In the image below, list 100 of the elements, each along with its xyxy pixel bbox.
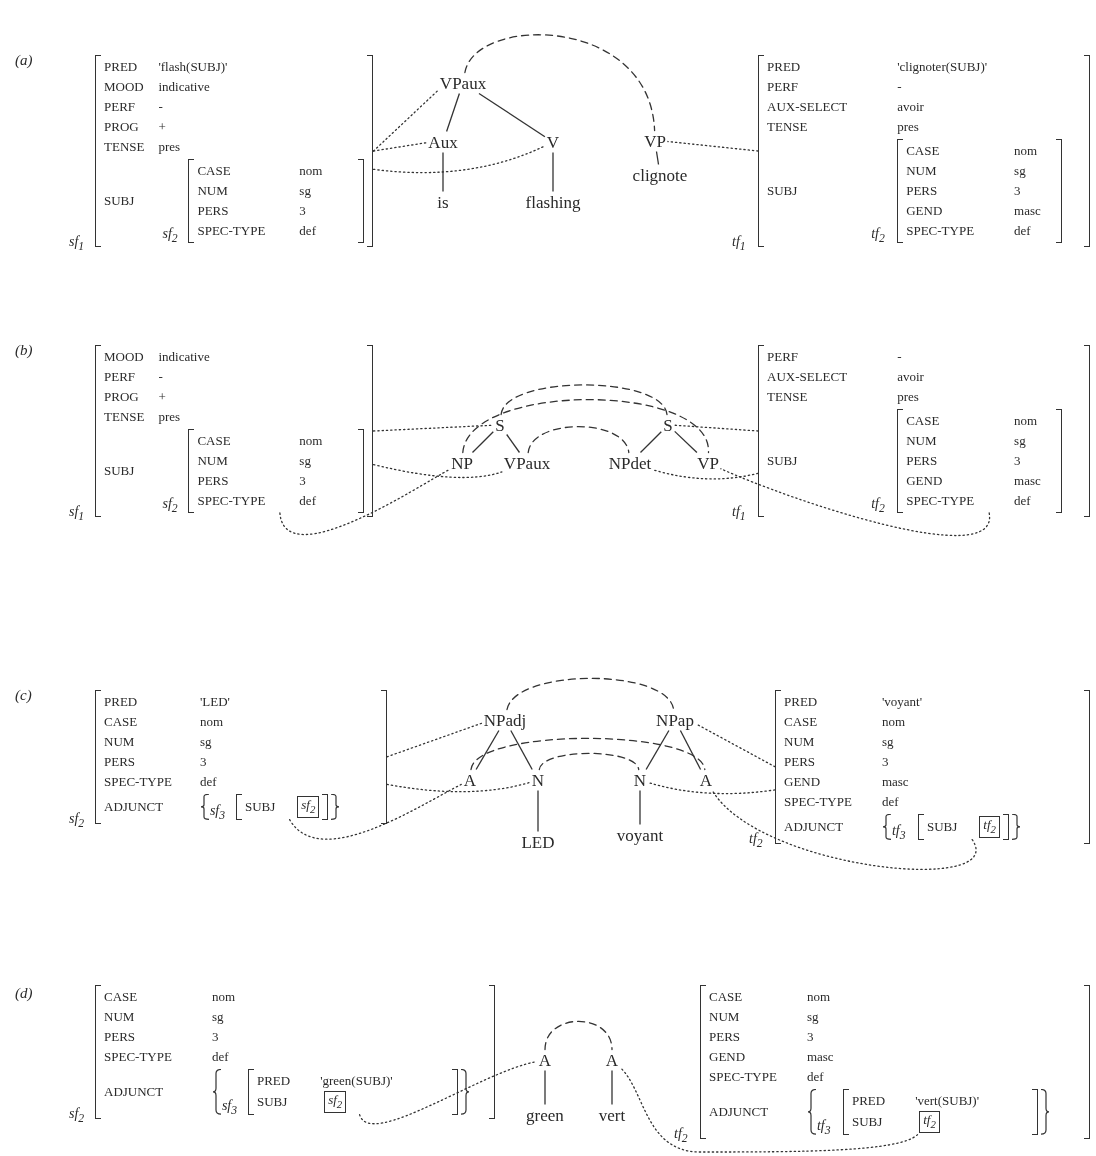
- attribute-value: nom: [199, 713, 225, 731]
- attribute-name: PROG: [104, 118, 140, 136]
- attribute-value: 3: [199, 753, 208, 771]
- attribute-value: 'clignoter(SUBJ)': [897, 58, 989, 76]
- attribute-value: nom: [1014, 142, 1039, 160]
- projection-line: [288, 783, 463, 840]
- attribute-value: -: [897, 78, 903, 96]
- attribute-name: PERF: [767, 348, 800, 366]
- tree-node-label: is: [437, 193, 449, 211]
- attribute-value: masc: [881, 773, 910, 791]
- projection-line: [619, 1066, 919, 1153]
- attribute-name: PRED: [104, 693, 139, 711]
- attribute-value: indicative: [158, 78, 211, 96]
- attribute-name: SPEC-TYPE: [104, 773, 172, 791]
- attribute-name: ADJUNCT: [709, 1102, 770, 1121]
- correspondence-arc: [464, 34, 656, 132]
- tree-node-label: voyant: [616, 826, 664, 844]
- correspondence-arc: [527, 426, 630, 454]
- attribute-name: SUBJ: [926, 817, 958, 836]
- tree-branch: [544, 1069, 546, 1106]
- attribute-name: PERF: [104, 98, 137, 116]
- attribute-value: nom: [806, 988, 832, 1006]
- structure-label: sf$_{2}$: [162, 225, 178, 247]
- projection-line: [372, 142, 428, 152]
- structure-label: sf$_{2}$: [69, 810, 85, 830]
- tree-branch: [611, 1069, 613, 1106]
- projection-line: [711, 789, 977, 870]
- attribute-value: -: [897, 348, 903, 366]
- attribute-name: PERS: [197, 202, 230, 220]
- attribute-name: NUM: [906, 432, 938, 450]
- projection-line: [386, 722, 483, 758]
- tree-branch: [639, 431, 662, 454]
- projection-line: [674, 424, 759, 432]
- attribute-value: -: [158, 98, 164, 116]
- attribute-name: SPEC-TYPE: [197, 222, 266, 240]
- attribute-value: nom: [299, 162, 324, 180]
- attribute-name: PERS: [906, 452, 939, 470]
- attribute-name: CASE: [784, 713, 819, 731]
- attribute-value: sg: [299, 182, 312, 200]
- tree-branch: [645, 729, 670, 771]
- projection-line: [372, 89, 439, 152]
- projection-line: [647, 781, 776, 795]
- attribute-name: SPEC-TYPE: [709, 1068, 777, 1086]
- attribute-name: CASE: [906, 142, 941, 160]
- structure-label: sf$_{1}$: [69, 504, 85, 523]
- attribute-value: avoir: [897, 368, 925, 386]
- attribute-name: TENSE: [767, 388, 809, 406]
- attribute-value: 3: [1014, 452, 1022, 470]
- attribute-name: PERF: [104, 368, 137, 386]
- attribute-name: NUM: [906, 162, 938, 180]
- correspondence-arc: [462, 399, 710, 454]
- attribute-name: ADJUNCT: [104, 1082, 165, 1101]
- attribute-name: NUM: [197, 452, 229, 470]
- tree-node-label: NP: [451, 454, 473, 472]
- tree-node-label: flashing: [525, 193, 581, 211]
- attribute-value: sg: [806, 1008, 820, 1026]
- projection-line: [720, 468, 990, 536]
- attribute-value: 3: [881, 753, 890, 771]
- attribute-name: PERS: [104, 753, 137, 771]
- tree-branch: [679, 729, 702, 771]
- projection-line: [667, 140, 759, 152]
- attribute-name: GEND: [784, 773, 822, 791]
- attribute-name: NUM: [197, 182, 229, 200]
- correspondence-arc: [538, 752, 640, 771]
- attribute-name: PRED: [767, 58, 802, 76]
- attribute-value: 'green(SUBJ)': [320, 1072, 394, 1090]
- attribute-name: PERS: [709, 1028, 742, 1046]
- tree-node-label: V: [546, 133, 560, 151]
- attribute-value: sg: [881, 733, 895, 751]
- attribute-value: nom: [1014, 412, 1039, 430]
- attribute-value: 'flash(SUBJ)': [158, 58, 229, 76]
- attribute-value: def: [299, 222, 317, 240]
- tree-branch: [552, 151, 554, 193]
- attribute-value: 'voyant': [881, 693, 923, 711]
- attribute-value: sg: [299, 452, 312, 470]
- tree-node-label: A: [605, 1051, 619, 1069]
- attribute-name: SPEC-TYPE: [197, 492, 266, 510]
- attribute-value: def: [1014, 492, 1032, 510]
- attribute-name: MOOD: [104, 78, 145, 96]
- attribute-name: PERF: [767, 78, 800, 96]
- structure-label: tf$_{2}$: [749, 830, 763, 850]
- tree-branch: [471, 431, 494, 454]
- attribute-name: SUBJ: [767, 452, 799, 470]
- structure-label: sf$_{3}$: [221, 1096, 238, 1119]
- attribute-value: def: [211, 1048, 230, 1066]
- attribute-name: TENSE: [104, 408, 145, 426]
- tree-branch: [442, 151, 444, 193]
- tree-node-label: VP: [644, 132, 666, 150]
- attribute-value: pres: [897, 388, 920, 406]
- projection-line: [372, 424, 494, 432]
- attribute-name: SUBJ: [104, 192, 136, 210]
- structure-label: sf$_{3}$: [209, 801, 226, 824]
- attribute-name: PRED: [256, 1072, 291, 1090]
- structure-label: tf$_{1}$: [732, 504, 746, 523]
- structure-label: sf$_{2}$: [69, 1105, 85, 1125]
- attribute-value: def: [199, 773, 218, 791]
- attribute-name: SPEC-TYPE: [906, 222, 975, 240]
- attribute-name: SPEC-TYPE: [784, 793, 852, 811]
- attribute-name: SUBJ: [256, 1092, 289, 1111]
- tree-node-label: S: [663, 416, 673, 434]
